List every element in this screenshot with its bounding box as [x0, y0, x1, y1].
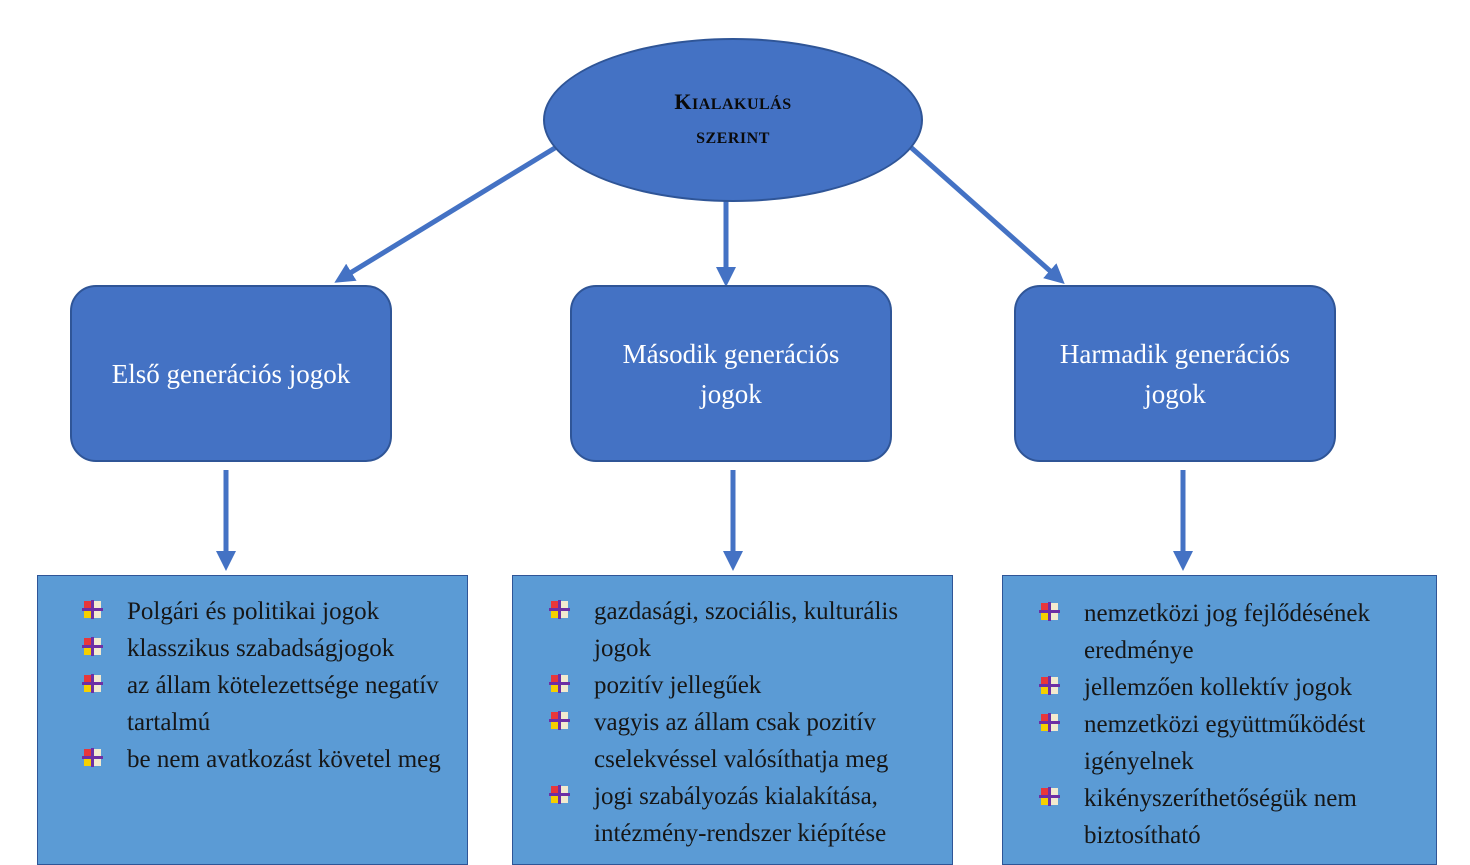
list-first-generation: Polgári és politikai jogok klasszikus sz…: [37, 575, 468, 865]
list-item-text: pozitív jellegűek: [594, 672, 762, 699]
arrow-root-to-third: [904, 141, 1065, 284]
bullet-icon: [549, 785, 570, 804]
list-item-text: jogi szabályozás kialakítása, intézmény-…: [594, 783, 887, 847]
list-item: klasszikus szabadságjogok: [80, 630, 447, 667]
list-item-text: jellemzően kollektív jogok: [1084, 674, 1352, 701]
bullet-list: gazdasági, szociális, kulturális jogok p…: [547, 593, 944, 852]
bullet-list: Polgári és politikai jogok klasszikus sz…: [80, 593, 447, 778]
bullet-icon: [82, 600, 103, 619]
list-item-text: nemzetközi együttműködést igényelnek: [1084, 711, 1366, 775]
root-title: KIALAKULÁS SZERINT: [674, 85, 791, 156]
list-item: vagyis az állam csak pozitív cselekvésse…: [547, 704, 944, 778]
list-item-text: gazdasági, szociális, kulturális jogok: [594, 598, 899, 662]
bullet-icon: [1039, 787, 1060, 806]
list-item-text: az állam kötelezettsége negatív tartalmú: [127, 672, 439, 736]
list-item-text: nemzetközi jog fejlődésének eredménye: [1084, 600, 1370, 664]
root-title-line1: KIALAKULÁS: [674, 88, 792, 114]
root-title-line2: SZERINT: [696, 129, 770, 147]
bullet-list: nemzetközi jog fejlődésének eredménye je…: [1037, 595, 1426, 854]
list-third-generation: nemzetközi jog fejlődésének eredménye je…: [1002, 575, 1437, 865]
bullet-icon: [82, 637, 103, 656]
list-item: gazdasági, szociális, kulturális jogok: [547, 593, 944, 667]
bullet-icon: [82, 674, 103, 693]
list-item: kikényszeríthetőségük nem biztosítható: [1037, 780, 1426, 854]
list-item-text: vagyis az állam csak pozitív cselekvésse…: [594, 709, 889, 773]
list-item-text: Polgári és politikai jogok: [127, 598, 380, 625]
list-item-text: kikényszeríthetőségük nem biztosítható: [1084, 785, 1357, 849]
list-item: nemzetközi együttműködést igényelnek: [1037, 706, 1426, 780]
list-item-text: be nem avatkozást követel meg: [127, 746, 441, 773]
root-node: KIALAKULÁS SZERINT: [543, 38, 923, 202]
list-item-text: klasszikus szabadságjogok: [127, 635, 395, 662]
list-item: Polgári és politikai jogok: [80, 593, 447, 630]
list-item: pozitív jellegűek: [547, 667, 944, 704]
list-item: jellemzően kollektív jogok: [1037, 669, 1426, 706]
node-first-generation-title: Első generációs jogok: [111, 358, 351, 389]
list-item: be nem avatkozást követel meg: [80, 741, 447, 778]
node-first-generation: Első generációs jogok: [70, 285, 392, 462]
node-second-generation-title: Második generációs jogok: [622, 338, 840, 409]
bullet-icon: [82, 748, 103, 767]
bullet-icon: [549, 711, 570, 730]
bullet-icon: [1039, 602, 1060, 621]
bullet-icon: [1039, 676, 1060, 695]
bullet-icon: [549, 674, 570, 693]
list-item: jogi szabályozás kialakítása, intézmény-…: [547, 778, 944, 852]
bullet-icon: [1039, 713, 1060, 732]
node-second-generation: Második generációs jogok: [570, 285, 892, 462]
node-third-generation: Harmadik generációs jogok: [1014, 285, 1336, 462]
list-item: az állam kötelezettsége negatív tartalmú: [80, 667, 447, 741]
bullet-icon: [549, 600, 570, 619]
list-second-generation: gazdasági, szociális, kulturális jogok p…: [512, 575, 953, 865]
node-third-generation-title: Harmadik generációs jogok: [1059, 338, 1291, 409]
arrow-root-to-first: [334, 140, 565, 283]
list-item: nemzetközi jog fejlődésének eredménye: [1037, 595, 1426, 669]
